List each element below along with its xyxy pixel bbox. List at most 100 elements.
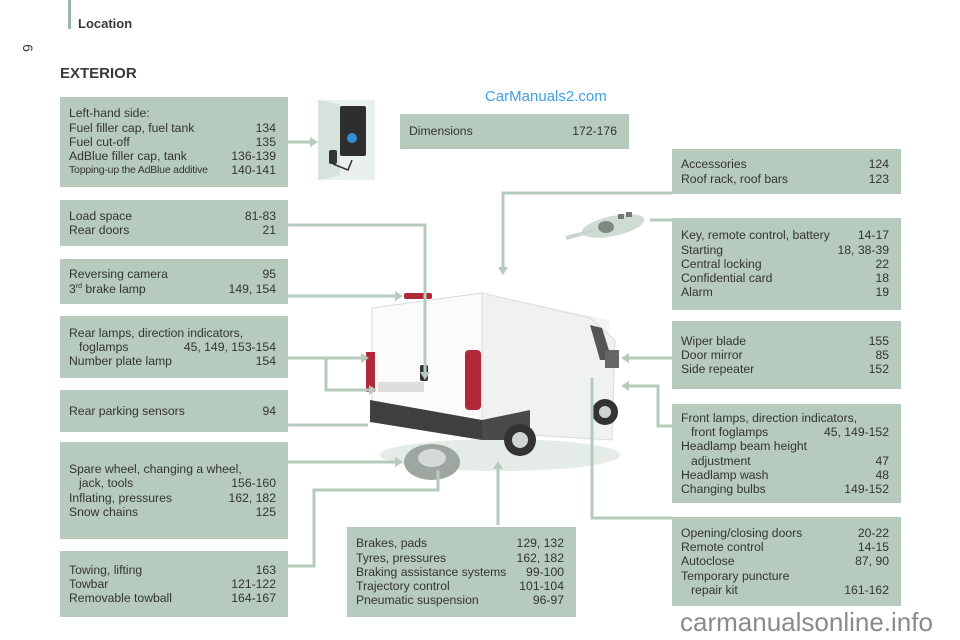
item-label: front foglamps — [691, 425, 769, 440]
item-page[interactable]: 163 — [255, 562, 276, 577]
fuel-flap-illustration — [318, 100, 375, 180]
item-page[interactable]: 18, 38-39 — [837, 242, 890, 257]
list-item: Reversing camera 95 — [69, 267, 276, 281]
item-page[interactable]: 140-141 — [231, 163, 276, 178]
item-page[interactable]: 18 — [875, 271, 889, 286]
item-label: Headlamp wash — [681, 467, 769, 482]
item-page[interactable]: 19 — [875, 285, 889, 300]
item-page[interactable]: 164-167 — [231, 591, 276, 606]
ordinal-suffix: rd — [75, 282, 83, 290]
item-label: Changing bulbs — [681, 481, 766, 496]
list-item: adjustment 47 — [681, 454, 889, 468]
item-label: Headlamp beam height — [681, 439, 808, 454]
list-item: Confidential card 18 — [681, 271, 889, 285]
item-page[interactable]: 149, 154 — [228, 281, 276, 296]
item-label: jack, tools — [79, 476, 134, 491]
item-page[interactable]: 123 — [868, 171, 889, 186]
box-dimensions: Dimensions 172-176 — [400, 114, 629, 149]
item-label: Tyres, pressures — [356, 550, 447, 565]
item-label: Inflating, pressures — [69, 490, 172, 505]
box-front-lamps: Front lamps, direction indicators, front… — [672, 404, 901, 503]
item-page[interactable]: 125 — [255, 504, 276, 519]
item-label: Rear lamps, direction indicators, — [69, 325, 244, 340]
watermark-carmanuals2[interactable]: CarManuals2.com — [485, 88, 607, 105]
item-page[interactable]: 95 — [262, 267, 276, 282]
item-label: Snow chains — [69, 504, 139, 519]
item-page[interactable]: 48 — [875, 467, 889, 482]
item-label: Dimensions — [409, 124, 473, 139]
item-label: Trajectory control — [356, 579, 450, 594]
item-page[interactable]: 155 — [868, 333, 889, 348]
item-page[interactable]: 45, 149-152 — [823, 425, 889, 440]
list-item: Fuel filler cap, fuel tank 134 — [69, 121, 276, 135]
item-page[interactable]: 87, 90 — [855, 554, 889, 569]
item-label: repair kit — [691, 582, 738, 597]
item-label: Fuel filler cap, fuel tank — [69, 120, 195, 135]
item-page[interactable]: 161-162 — [844, 582, 889, 597]
item-page[interactable]: 162, 182 — [516, 550, 564, 565]
item-label: Left-hand side: — [69, 106, 150, 121]
item-page[interactable]: 124 — [868, 157, 889, 172]
item-page[interactable]: 47 — [875, 453, 889, 468]
list-item: front foglamps 45, 149-152 — [681, 425, 889, 439]
item-page[interactable]: 135 — [255, 134, 276, 149]
item-page[interactable]: 152 — [868, 362, 889, 377]
item-label: Rear doors — [69, 223, 130, 237]
item-page[interactable]: 156-160 — [231, 476, 276, 491]
list-item: Spare wheel, changing a wheel, — [69, 462, 276, 476]
watermark-carmanualsonline[interactable]: carmanualsonline.info — [680, 607, 933, 637]
list-item: Temporary puncture — [681, 569, 889, 583]
item-page[interactable]: 149-152 — [844, 481, 889, 496]
item-page[interactable]: 101-104 — [519, 579, 564, 594]
item-page[interactable]: 96-97 — [532, 593, 564, 608]
header-title: Location — [78, 16, 133, 31]
item-page[interactable]: 172-176 — [572, 124, 617, 139]
list-item: Autoclose 87, 90 — [681, 554, 889, 568]
item-page[interactable]: 14-15 — [857, 540, 889, 555]
item-page[interactable]: 154 — [255, 354, 276, 369]
item-page[interactable]: 136-139 — [231, 149, 276, 164]
header-divider — [68, 0, 71, 29]
item-label: Autoclose — [681, 554, 735, 569]
item-label: Confidential card — [681, 271, 773, 286]
item-page[interactable]: 162, 182 — [228, 490, 276, 505]
list-item: Snow chains 125 — [69, 505, 276, 519]
item-page[interactable]: 94 — [262, 403, 276, 418]
list-item: Dimensions 172-176 — [409, 124, 617, 138]
item-page[interactable]: 21 — [262, 223, 276, 237]
item-page[interactable]: 99-100 — [526, 564, 564, 579]
item-page[interactable]: 121-122 — [231, 576, 276, 591]
item-page[interactable]: 45, 149, 153-154 — [183, 339, 276, 354]
item-label: adjustment — [691, 453, 751, 468]
item-page[interactable]: 20-22 — [857, 525, 889, 540]
item-page[interactable]: 85 — [875, 347, 889, 362]
item-page[interactable]: 22 — [875, 256, 889, 271]
item-page[interactable]: 14-17 — [857, 228, 889, 243]
item-page[interactable]: 134 — [255, 120, 276, 135]
item-page[interactable]: 81-83 — [244, 208, 276, 223]
item-page[interactable]: 129, 132 — [516, 536, 564, 551]
box-fuel: Left-hand side: Fuel filler cap, fuel ta… — [60, 97, 288, 187]
item-label: Removable towball — [69, 591, 172, 606]
item-label: Reversing camera — [69, 267, 168, 282]
